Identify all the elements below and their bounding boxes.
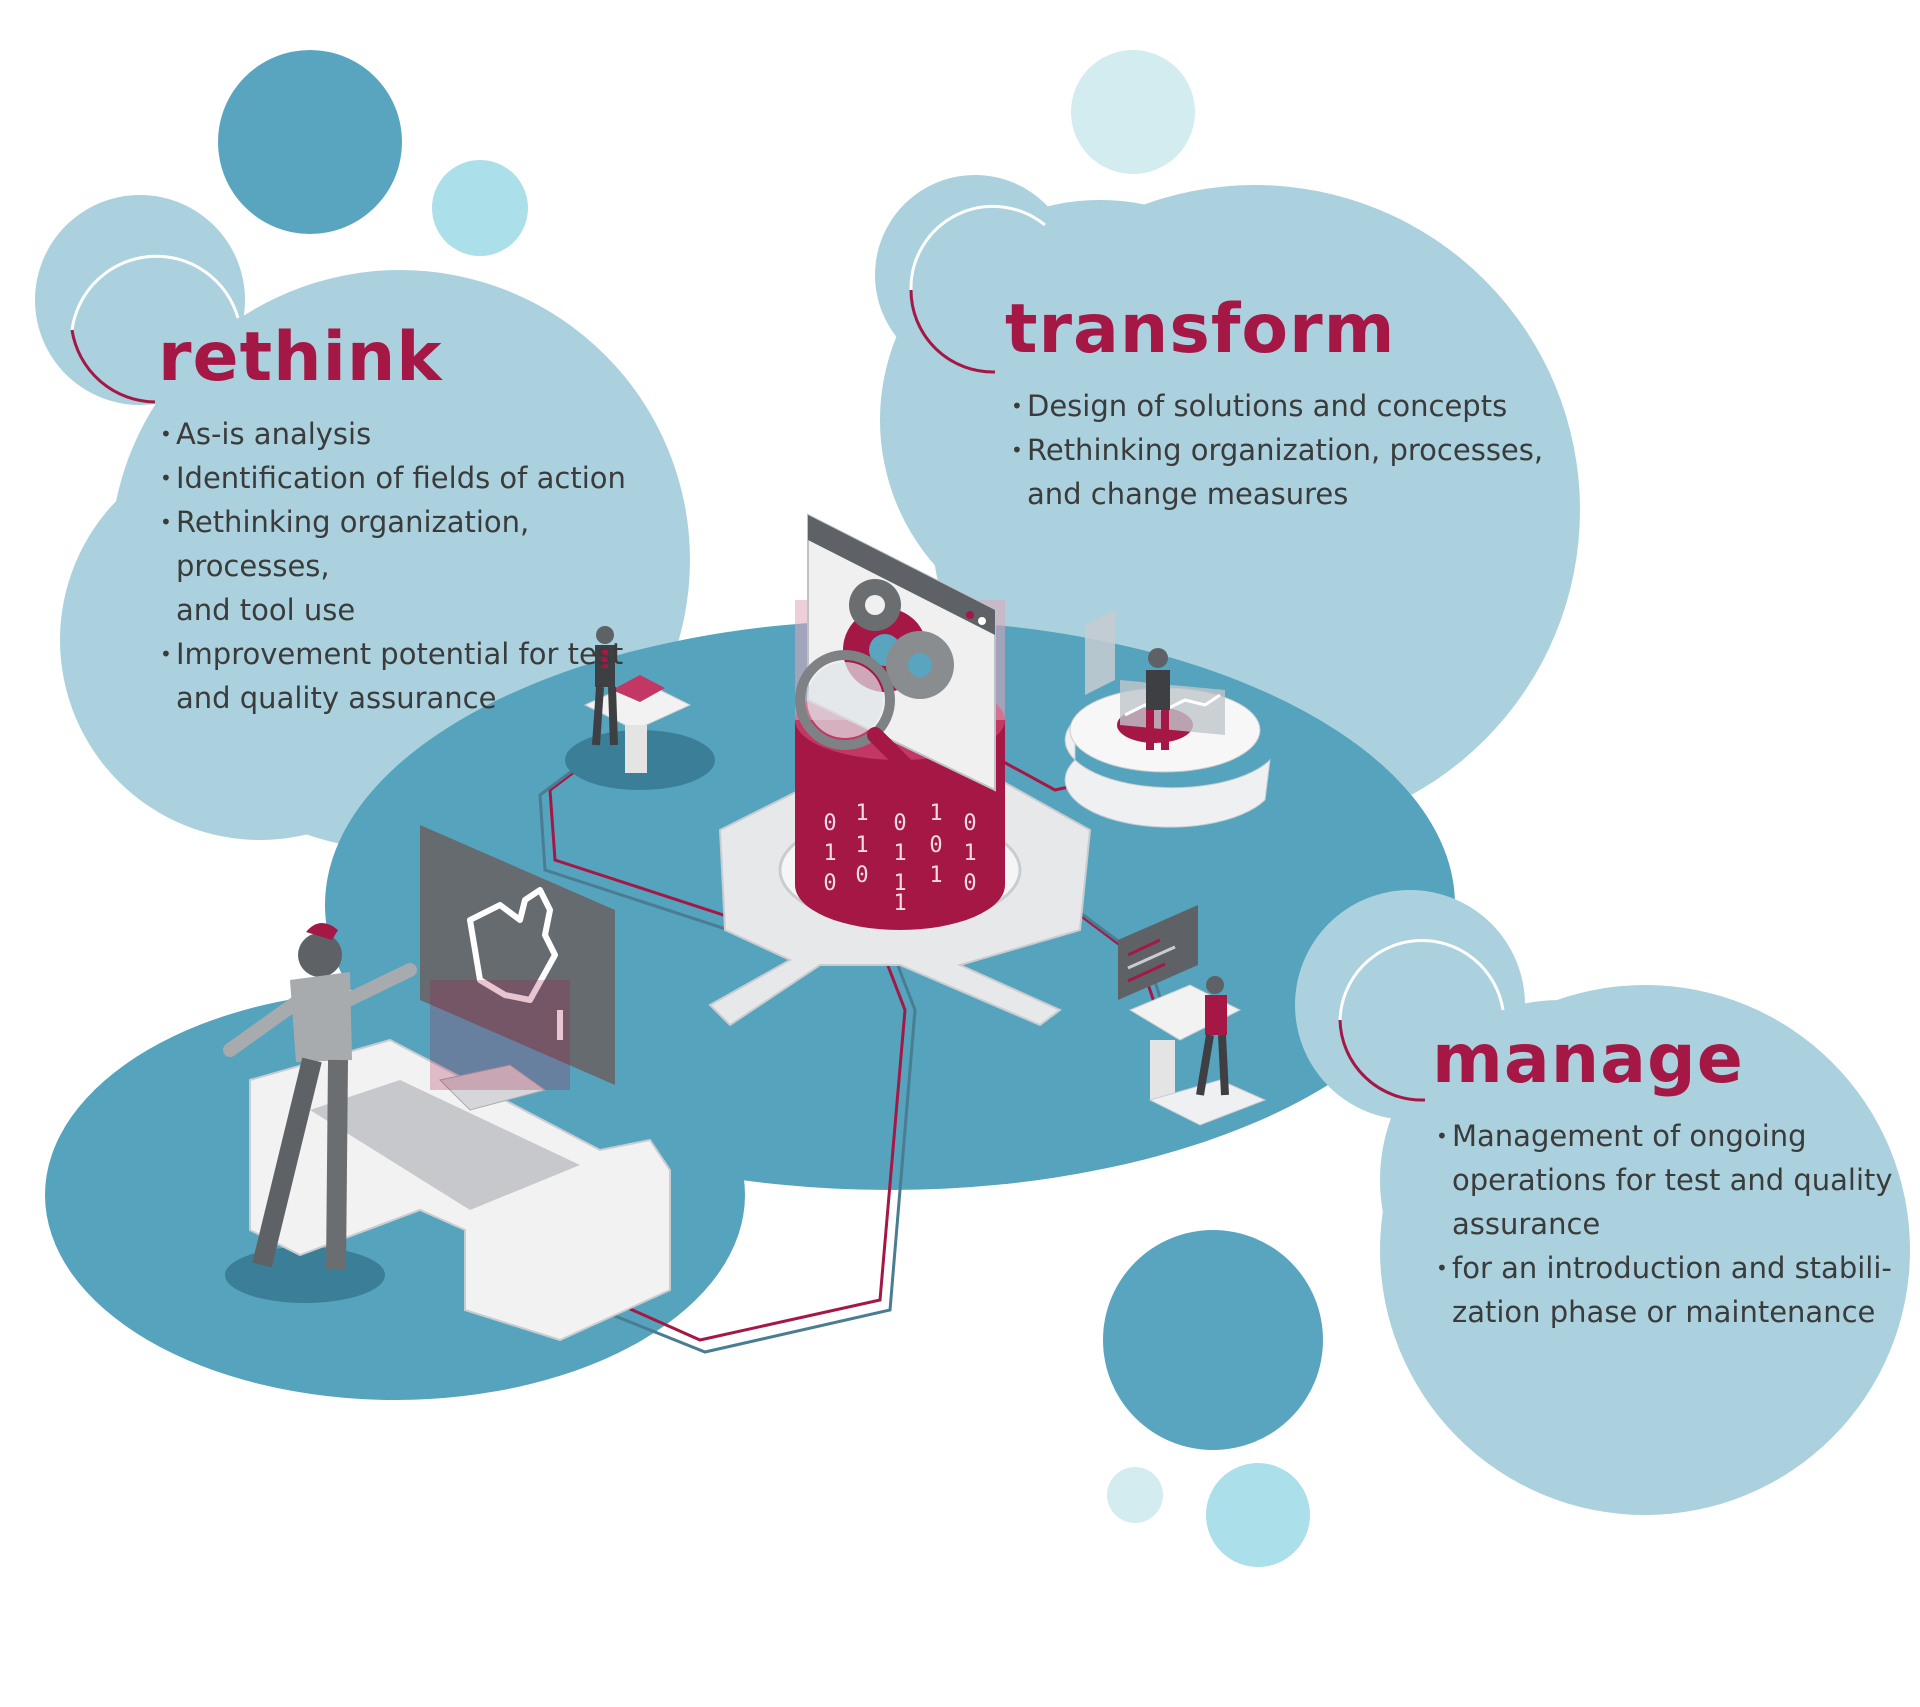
svg-text:1: 1 <box>893 891 906 916</box>
svg-text:1: 1 <box>893 871 906 896</box>
gears-window <box>795 513 996 798</box>
svg-text:1: 1 <box>963 841 976 866</box>
svg-text:1: 1 <box>929 801 942 826</box>
list-item: Management of ongoing operations for tes… <box>1436 1114 1906 1246</box>
rethink-arc-white <box>70 254 240 331</box>
bubble-dark-top-left <box>218 50 402 234</box>
manage-arc-accent <box>1338 1019 1426 1102</box>
transform-title: transform <box>1005 290 1396 369</box>
svg-text:0: 0 <box>929 833 942 858</box>
bubble-cyan-top <box>432 160 528 256</box>
svg-text:0: 0 <box>823 811 836 836</box>
list-item: Rethinking organization, processes, and … <box>1011 428 1571 516</box>
thumbs-up-screen <box>420 825 615 1085</box>
manage-bullets: Management of ongoing operations for tes… <box>1436 1114 1906 1334</box>
manage-arc-white <box>1338 939 1505 1021</box>
manage-title: manage <box>1432 1020 1744 1099</box>
list-item: for an introduction and stabili- zation … <box>1436 1246 1906 1334</box>
magnifier-icon <box>795 650 938 798</box>
rethink-bullets: As-is analysis Identification of fields … <box>160 412 680 720</box>
transform-arc-accent <box>909 289 996 374</box>
list-item: Improvement potential for test and quali… <box>160 632 680 720</box>
list-item: Rethinking organization, processes, and … <box>160 500 680 632</box>
person-manage <box>1196 976 1229 1096</box>
thumbs-up-icon <box>467 887 563 1040</box>
transform-bullets: Design of solutions and concepts Rethink… <box>1011 384 1571 516</box>
svg-text:1: 1 <box>823 841 836 866</box>
rethink-title: rethink <box>158 318 443 397</box>
svg-text:0: 0 <box>855 863 868 888</box>
bubble-cyan-bottom <box>1206 1463 1310 1567</box>
bubble-dark-bottom <box>1103 1230 1323 1450</box>
svg-text:0: 0 <box>893 811 906 836</box>
bubble-pale-bottom <box>1107 1467 1163 1523</box>
code-station <box>1118 905 1267 1126</box>
bubble-pale-top-right <box>1071 50 1195 174</box>
svg-text:0: 0 <box>963 811 976 836</box>
person-presenter <box>223 922 417 1271</box>
svg-text:1: 1 <box>855 833 868 858</box>
person-transform <box>1146 648 1170 750</box>
svg-text:1: 1 <box>855 801 868 826</box>
heading-arcs <box>70 204 1505 1102</box>
list-item: Design of solutions and concepts <box>1011 384 1571 428</box>
svg-text:0: 0 <box>823 871 836 896</box>
list-item: Identification of fields of action <box>160 456 680 500</box>
list-item: As-is analysis <box>160 412 680 456</box>
rethink-arc-accent <box>70 329 156 404</box>
transform-arc-white <box>909 204 1046 291</box>
svg-text:0: 0 <box>963 871 976 896</box>
svg-text:1: 1 <box>929 863 942 888</box>
svg-text:1: 1 <box>893 841 906 866</box>
presenter-desk <box>223 825 671 1342</box>
code-screen-icon <box>1118 905 1198 1000</box>
chart-station <box>1064 610 1271 828</box>
